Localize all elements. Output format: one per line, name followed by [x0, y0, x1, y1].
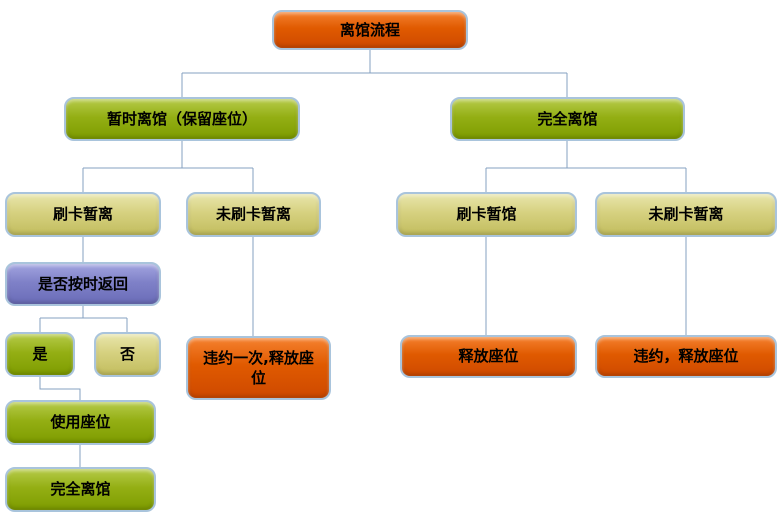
node-swipe-temp: 刷卡暂离	[5, 192, 161, 237]
node-swipe-full: 刷卡暂馆	[396, 192, 577, 237]
node-swipe-temp-label: 刷卡暂离	[52, 205, 113, 224]
node-full-leave-label: 完全离馆	[537, 109, 598, 128]
node-no-swipe-temp: 未刷卡暂离	[186, 192, 321, 237]
node-root: 离馆流程	[272, 10, 468, 50]
node-return-on-time-label: 是否按时返回	[37, 274, 128, 293]
node-swipe-full-label: 刷卡暂馆	[456, 205, 517, 224]
node-full-leave: 完全离馆	[450, 97, 685, 141]
node-temp-leave-label: 暂时离馆（保留座位）	[106, 109, 257, 128]
node-violation-once: 违约一次,释放座位	[186, 336, 331, 400]
node-return-on-time: 是否按时返回	[5, 262, 161, 306]
node-no-label: 否	[119, 345, 135, 364]
node-violation-release-label: 违约，释放座位	[633, 347, 739, 366]
node-violation-release: 违约，释放座位	[595, 335, 777, 378]
node-final-full-leave-label: 完全离馆	[50, 480, 111, 499]
node-final-full-leave: 完全离馆	[5, 467, 156, 512]
node-use-seat: 使用座位	[5, 400, 156, 445]
node-yes-label: 是	[32, 345, 48, 364]
node-violation-once-label: 违约一次,释放座位	[203, 348, 314, 387]
node-use-seat-label: 使用座位	[50, 413, 111, 432]
node-release-seat: 释放座位	[400, 335, 577, 378]
node-yes: 是	[5, 332, 75, 377]
node-release-seat-label: 释放座位	[458, 347, 519, 366]
node-no-swipe-full: 未刷卡暂离	[595, 192, 777, 237]
node-no-swipe-temp-label: 未刷卡暂离	[215, 205, 291, 224]
node-no: 否	[94, 332, 161, 377]
node-temp-leave: 暂时离馆（保留座位）	[64, 97, 300, 141]
node-root-label: 离馆流程	[339, 20, 400, 39]
node-no-swipe-full-label: 未刷卡暂离	[648, 205, 724, 224]
